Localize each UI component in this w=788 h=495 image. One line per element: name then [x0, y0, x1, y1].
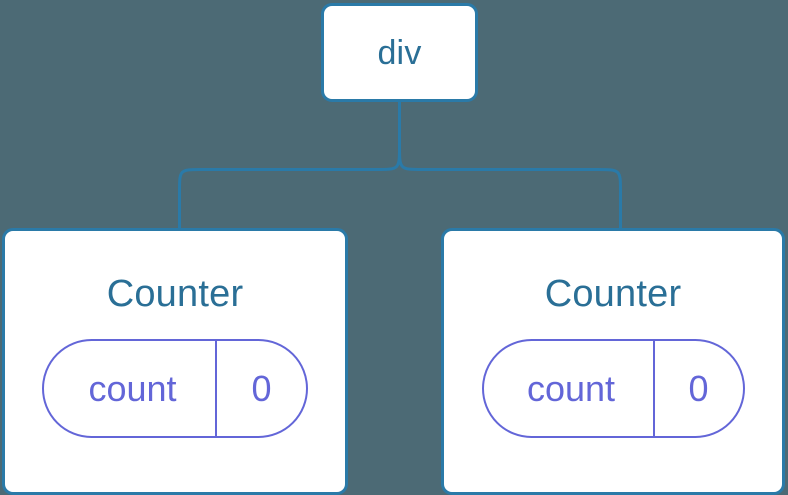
- node-counter-1[interactable]: Counter count 0: [441, 228, 785, 495]
- state-key-counter-1: count: [484, 341, 655, 436]
- state-value-counter-0: 0: [251, 367, 272, 409]
- state-value-counter-1: 0: [688, 367, 709, 409]
- connector-branch-left: [178, 145, 401, 229]
- node-counter-0[interactable]: Counter count 0: [2, 228, 348, 495]
- state-key-counter-0: count: [44, 341, 217, 436]
- state-pill-counter-0[interactable]: count 0: [42, 339, 308, 438]
- connector-branch-right: [398, 145, 622, 229]
- state-pill-counter-1[interactable]: count 0: [481, 339, 745, 438]
- node-div[interactable]: div: [321, 3, 478, 102]
- node-counter-1-label: Counter: [544, 273, 682, 315]
- node-counter-0-label: Counter: [106, 273, 244, 315]
- node-div-label: div: [377, 33, 422, 72]
